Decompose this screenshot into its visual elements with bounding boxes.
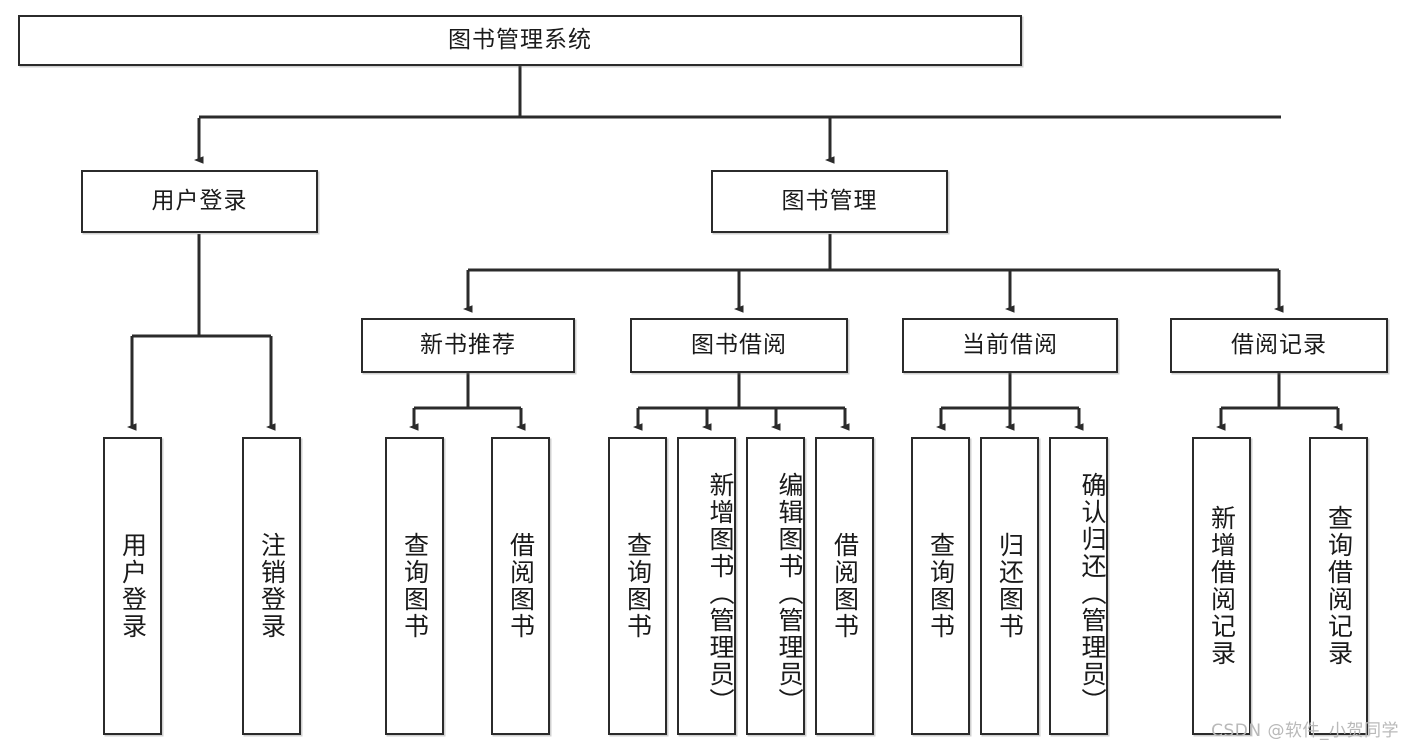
leaf-borrow-borrow[interactable]: 借阅图书	[815, 437, 874, 735]
leaf-current-query[interactable]: 查询图书	[911, 437, 970, 735]
node-root[interactable]: 图书管理系统	[18, 15, 1022, 66]
leaf-borrow-borrow-label: 借阅图书	[830, 532, 860, 640]
leaf-current-query-label: 查询图书	[926, 532, 956, 640]
node-book-borrow[interactable]: 图书借阅	[630, 318, 848, 373]
node-book-management[interactable]: 图书管理	[711, 170, 948, 233]
leaf-user-logout[interactable]: 注销登录	[242, 437, 301, 735]
leaf-newbook-query[interactable]: 查询图书	[385, 437, 444, 735]
node-user-login-label: 用户登录	[151, 187, 248, 214]
leaf-current-confirm-label: 确认归还（管理员）	[1078, 471, 1107, 715]
node-book-borrow-label: 图书借阅	[691, 331, 787, 358]
leaf-record-add-label: 新增借阅记录	[1207, 505, 1237, 667]
leaf-borrow-add-label: 新增图书（管理员）	[706, 471, 735, 715]
leaf-borrow-query-label: 查询图书	[623, 532, 653, 640]
node-borrow-record-label: 借阅记录	[1231, 331, 1327, 358]
leaf-user-logout-label: 注销登录	[257, 532, 287, 640]
node-root-label: 图书管理系统	[448, 26, 592, 53]
leaf-newbook-query-label: 查询图书	[400, 532, 430, 640]
leaf-borrow-add[interactable]: 新增图书（管理员）	[677, 437, 736, 735]
node-book-management-label: 图书管理	[781, 187, 878, 214]
leaf-newbook-borrow-label: 借阅图书	[506, 532, 536, 640]
leaf-borrow-edit[interactable]: 编辑图书（管理员）	[746, 437, 805, 735]
leaf-newbook-borrow[interactable]: 借阅图书	[491, 437, 550, 735]
node-borrow-record[interactable]: 借阅记录	[1170, 318, 1388, 373]
node-user-login[interactable]: 用户登录	[81, 170, 318, 233]
leaf-record-query[interactable]: 查询借阅记录	[1309, 437, 1368, 735]
node-current-borrow-label: 当前借阅	[962, 331, 1058, 358]
watermark-text: CSDN @软件_小贺同学	[1211, 721, 1399, 741]
leaf-current-confirm[interactable]: 确认归还（管理员）	[1049, 437, 1108, 735]
node-new-book-recommend[interactable]: 新书推荐	[361, 318, 575, 373]
leaf-current-return-label: 归还图书	[995, 532, 1025, 640]
leaf-record-query-label: 查询借阅记录	[1324, 505, 1354, 667]
node-new-book-recommend-label: 新书推荐	[420, 331, 516, 358]
leaf-user-login-label: 用户登录	[118, 532, 148, 640]
node-current-borrow[interactable]: 当前借阅	[902, 318, 1118, 373]
leaf-borrow-query[interactable]: 查询图书	[608, 437, 667, 735]
leaf-user-login[interactable]: 用户登录	[103, 437, 162, 735]
leaf-record-add[interactable]: 新增借阅记录	[1192, 437, 1251, 735]
leaf-current-return[interactable]: 归还图书	[980, 437, 1039, 735]
leaf-borrow-edit-label: 编辑图书（管理员）	[775, 471, 804, 715]
